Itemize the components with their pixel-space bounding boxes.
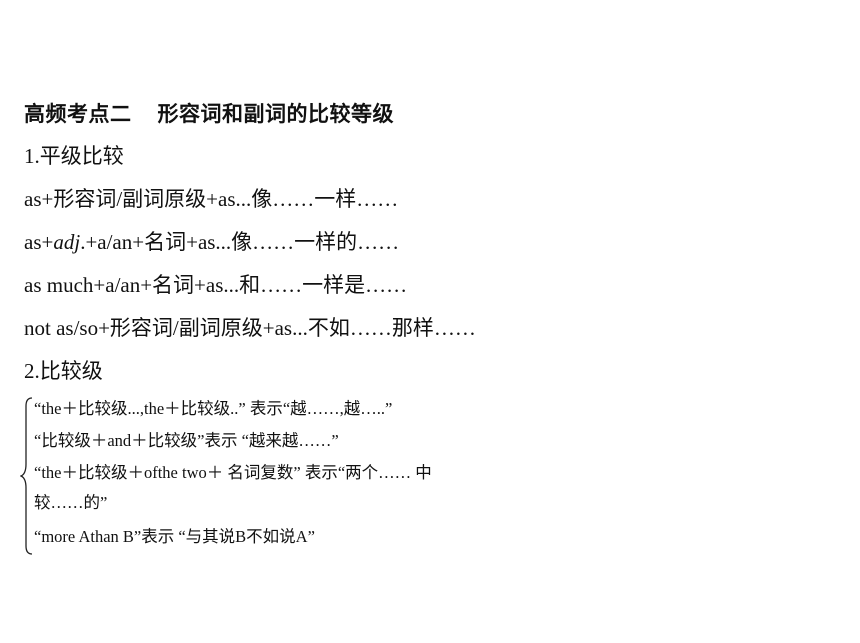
heading-label: 高频考点二: [24, 102, 132, 126]
rule-part: .+a/an+名词+as...像……一样的……: [80, 230, 400, 254]
rule-as-adj-noun-as: as+adj.+a/an+名词+as...像……一样的……: [24, 228, 399, 256]
section-heading: 高频考点二 形容词和副词的比较等级: [24, 98, 394, 128]
rule-part: as+: [24, 230, 54, 254]
comparative-brace-group: “the＋比较级...,the＋比较级..” 表示“越……,越…..” “比较级…: [20, 396, 560, 556]
brace-item: “比较级＋and＋比较级”表示 “越来越……”: [34, 431, 339, 450]
rule-as-adj-as: as+形容词/副词原级+as...像……一样……: [24, 187, 399, 211]
brace-item: “the＋比较级...,the＋比较级..” 表示“越……,越…..”: [34, 399, 393, 418]
subheading-comparative: 2.比较级: [24, 359, 103, 383]
rule-as-much-as: as much+a/an+名词+as...和……一样是……: [24, 273, 408, 297]
brace-item: “the＋比较级＋ofthe two＋ 名词复数” 表示“两个…… 中: [34, 463, 432, 482]
subheading-equal-comparison: 1.平级比较: [24, 144, 124, 168]
left-brace-icon: [20, 397, 33, 555]
brace-item: 较……的”: [34, 493, 108, 512]
rule-part-italic: adj: [53, 230, 81, 254]
heading-title: 形容词和副词的比较等级: [157, 102, 394, 126]
rule-not-as-so: not as/so+形容词/副词原级+as...不如……那样……: [24, 316, 476, 340]
brace-item: “more Athan B”表示 “与其说B不如说A”: [34, 527, 315, 546]
